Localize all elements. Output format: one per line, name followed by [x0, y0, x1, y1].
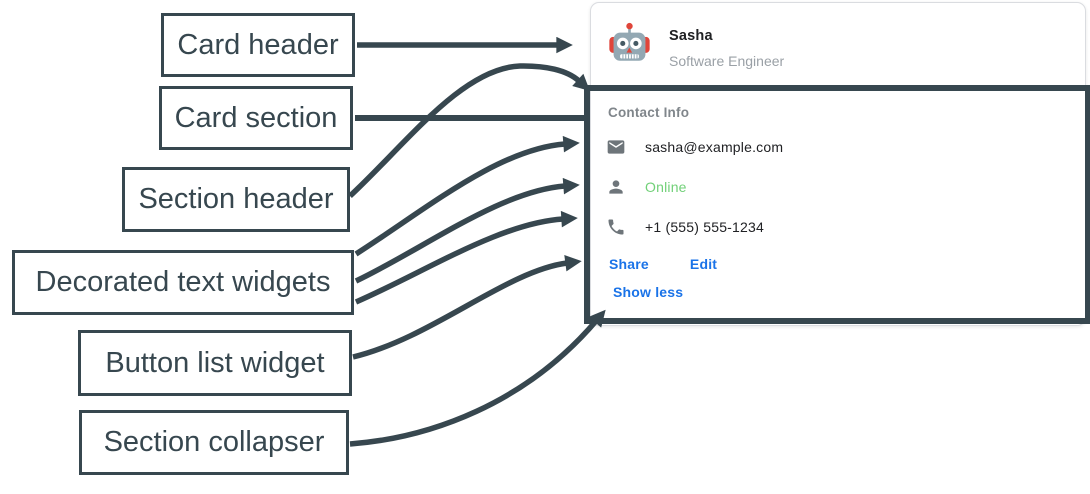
robot-avatar-icon [609, 22, 650, 61]
decorated-text-status: Online [606, 177, 687, 197]
share-button[interactable]: Share [609, 256, 649, 272]
label-decorated-text-widgets: Decorated text widgets [12, 250, 354, 315]
email-icon [607, 140, 625, 154]
label-button-list-widget-text: Button list widget [105, 346, 325, 379]
label-card-header: Card header [161, 13, 355, 77]
arrow-decorated-phone [354, 210, 578, 305]
status-text: Online [645, 179, 687, 195]
person-icon [609, 180, 623, 194]
decorated-text-email: sasha@example.com [606, 137, 783, 157]
phone-text: +1 (555) 555-1234 [645, 219, 764, 235]
email-text: sasha@example.com [645, 139, 784, 155]
decorated-text-phone: +1 (555) 555-1234 [606, 217, 764, 237]
show-less-button[interactable]: Show less [613, 284, 684, 300]
label-card-header-text: Card header [177, 28, 339, 61]
arrow-section-header [348, 63, 590, 199]
label-button-list-widget: Button list widget [78, 330, 352, 396]
section-header-title: Contact Info [608, 105, 690, 120]
card-header-subtitle: Software Engineer [669, 53, 785, 69]
arrow-decorated-email [354, 135, 580, 257]
label-section-header-text: Section header [138, 183, 334, 215]
label-decorated-text-widgets-text: Decorated text widgets [35, 266, 331, 298]
label-section-header: Section header [122, 167, 350, 232]
contact-card: Sasha Software Engineer Contact Info sas… [584, 2, 1090, 326]
arrow-section-collapser [349, 309, 606, 447]
arrow-button-list [352, 255, 582, 360]
button-list: Share Edit [609, 256, 717, 272]
label-card-section: Card section [159, 86, 353, 150]
arrow-decorated-status [354, 177, 580, 284]
label-card-section-text: Card section [174, 101, 338, 134]
phone-icon [608, 219, 624, 235]
card-header-name: Sasha [669, 28, 713, 44]
edit-button[interactable]: Edit [689, 256, 718, 272]
label-section-collapser: Section collapser [79, 410, 349, 475]
label-section-collapser-text: Section collapser [103, 426, 325, 458]
